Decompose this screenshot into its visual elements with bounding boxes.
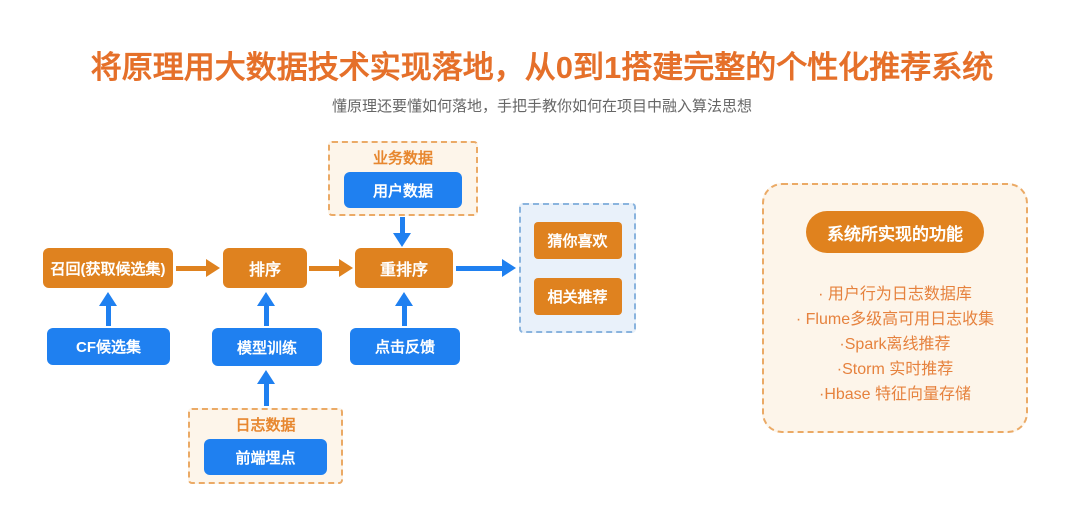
arrow-right-icon: [456, 259, 516, 277]
click-feedback-node: 点击反馈: [350, 328, 460, 365]
log-data-group: 日志数据 前端埋点: [188, 408, 343, 484]
related-recommend-node: 相关推荐: [533, 278, 622, 315]
feature-item: ·Hbase 特征向量存储: [818, 386, 972, 403]
arrow-up-icon: [257, 292, 275, 326]
feature-item: · Flume多级高可用日志收集: [795, 311, 995, 328]
cf-candidate-node: CF候选集: [47, 328, 170, 365]
recall-node: 召回(获取候选集): [43, 248, 173, 288]
user-data-node: 用户数据: [344, 172, 462, 208]
feature-item: · 用户行为日志数据库: [818, 286, 972, 303]
arrow-up-icon: [395, 292, 413, 326]
model-training-node: 模型训练: [212, 328, 322, 366]
output-group: 猜你喜欢 相关推荐: [519, 203, 636, 333]
arrow-right-icon: [309, 259, 353, 277]
page-subtitle: 懂原理还要懂如何落地，手把手教你如何在项目中融入算法思想: [331, 98, 752, 115]
business-data-group: 业务数据 用户数据: [328, 141, 478, 216]
feature-item: ·Storm 实时推荐: [836, 361, 954, 378]
guess-you-like-node: 猜你喜欢: [533, 222, 622, 259]
log-data-label: 日志数据: [235, 417, 296, 434]
arrow-up-icon: [99, 292, 117, 326]
features-panel: 系统所实现的功能 · 用户行为日志数据库 · Flume多级高可用日志收集 ·S…: [762, 183, 1028, 433]
features-list: · 用户行为日志数据库 · Flume多级高可用日志收集 ·Spark离线推荐 …: [764, 282, 1026, 407]
page-title: 将原理用大数据技术实现落地，从0到1搭建完整的个性化推荐系统: [90, 50, 994, 85]
arrow-up-icon: [257, 370, 275, 406]
feature-item: ·Spark离线推荐: [839, 336, 951, 353]
arrow-right-icon: [176, 259, 220, 277]
rerank-node: 重排序: [355, 248, 453, 288]
features-panel-title: 系统所实现的功能: [806, 211, 984, 253]
arrow-down-icon: [393, 217, 411, 247]
sort-node: 排序: [223, 248, 307, 288]
frontend-tracking-node: 前端埋点: [204, 439, 327, 475]
business-data-label: 业务数据: [372, 150, 433, 167]
